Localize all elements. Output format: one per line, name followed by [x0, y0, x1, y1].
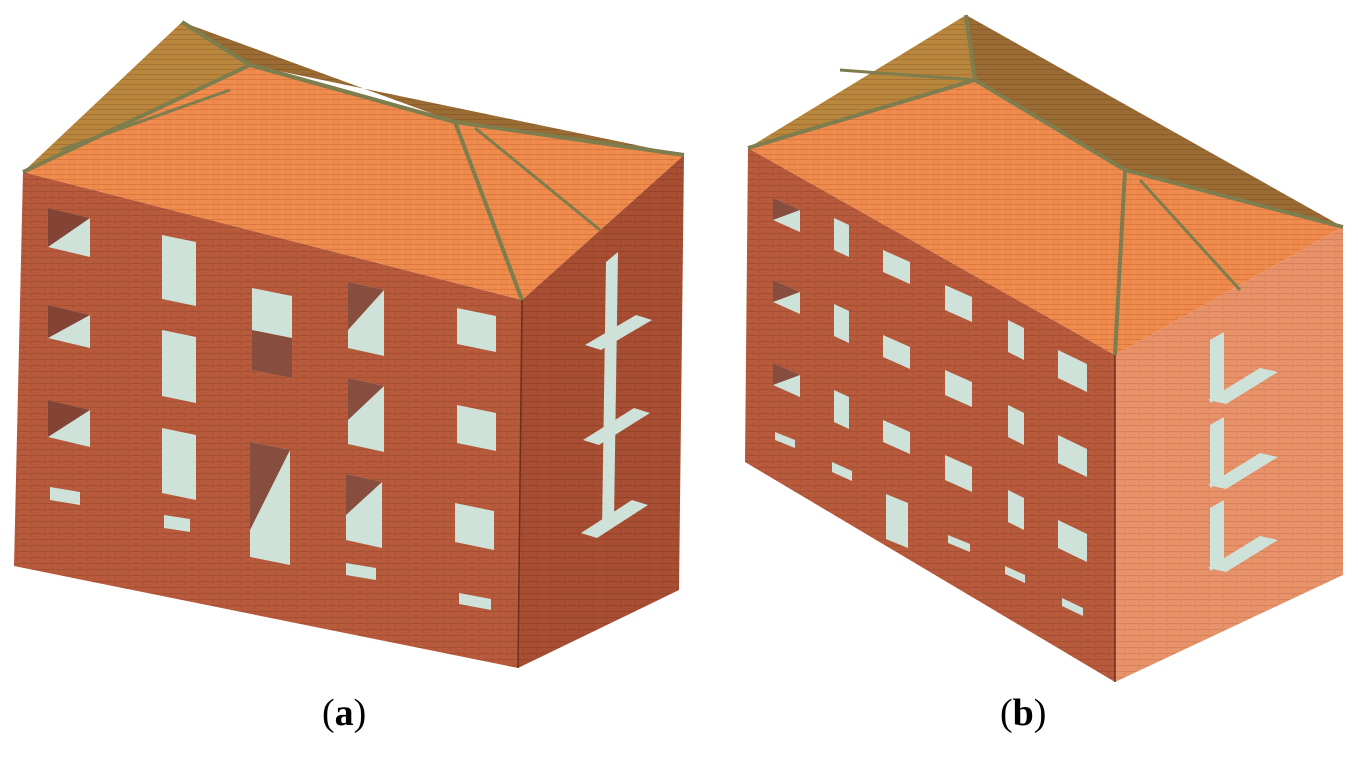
balcony — [581, 500, 648, 538]
window — [162, 330, 196, 403]
window — [1008, 320, 1024, 360]
panel-b-caption: (b) — [1000, 694, 1046, 732]
window-reveal — [48, 305, 90, 338]
balcony — [1208, 368, 1278, 404]
window — [834, 390, 849, 429]
caption-letter: b — [1012, 692, 1034, 734]
side-door-opening — [1210, 417, 1224, 488]
window-reveal — [348, 378, 384, 420]
balcony — [583, 408, 650, 445]
building-b-roof-main — [748, 80, 1125, 355]
building-b-front-wall — [745, 148, 1115, 682]
building-a — [14, 20, 685, 669]
window — [459, 593, 491, 610]
window — [883, 420, 910, 454]
panel-a-caption: (a) — [322, 694, 366, 732]
window — [1062, 598, 1083, 616]
window-reveal — [773, 198, 800, 220]
building-a-side-wall — [518, 155, 684, 668]
building-a-roof-ridges — [22, 20, 685, 301]
window — [883, 250, 910, 284]
building-a-roof-left-hip — [23, 22, 250, 172]
window — [164, 515, 190, 532]
caption-paren-close: ) — [1033, 692, 1047, 734]
caption-letter: a — [334, 692, 354, 734]
balcony — [1208, 453, 1278, 489]
window — [945, 370, 972, 407]
window — [1058, 350, 1087, 392]
window — [1005, 566, 1025, 583]
window — [948, 535, 970, 552]
building-a-roof-main — [23, 65, 522, 300]
caption-paren-close: ) — [353, 692, 367, 734]
window-reveal — [252, 330, 292, 378]
window-reveal — [48, 400, 90, 437]
building-b-front-windows — [773, 198, 1087, 616]
window-reveal — [773, 280, 800, 302]
window — [834, 304, 849, 343]
window — [1008, 405, 1024, 445]
window-reveal — [346, 474, 382, 515]
building-a-side-balconies — [581, 252, 652, 538]
window — [1058, 435, 1087, 477]
building-a-roof-right-hip — [455, 122, 684, 300]
building-b-side-wall — [1115, 227, 1343, 682]
window — [457, 405, 496, 451]
window — [50, 487, 80, 505]
window — [455, 503, 494, 550]
building-b-roof-ridges — [747, 14, 1344, 356]
caption-paren-open: ( — [1000, 692, 1013, 734]
window — [775, 432, 795, 448]
building-b-roof-left-hip — [748, 15, 975, 148]
window-reveal — [773, 363, 800, 385]
building-b — [745, 14, 1344, 682]
balcony — [1208, 536, 1278, 572]
building-b-side-balconies — [1208, 332, 1278, 572]
building-a-front-wall — [14, 172, 522, 668]
building-a-front-windows — [48, 208, 496, 610]
window — [1008, 490, 1024, 530]
caption-paren-open: ( — [322, 692, 335, 734]
window — [883, 335, 910, 369]
side-door-opening — [602, 252, 618, 530]
window-reveal — [48, 208, 90, 247]
building-a-edges — [517, 299, 523, 669]
window-reveal — [250, 442, 290, 530]
window — [162, 235, 196, 306]
balcony — [585, 315, 652, 350]
window — [162, 428, 196, 500]
window — [346, 563, 376, 580]
window — [1058, 520, 1087, 562]
window-reveal — [348, 282, 384, 330]
window — [945, 455, 972, 492]
window — [834, 218, 849, 257]
window — [832, 462, 852, 481]
window — [457, 308, 496, 352]
building-b-roof-back — [966, 15, 1343, 227]
window — [886, 494, 908, 548]
window — [945, 285, 972, 322]
side-door-opening — [1210, 500, 1224, 571]
side-door-opening — [1210, 332, 1224, 403]
